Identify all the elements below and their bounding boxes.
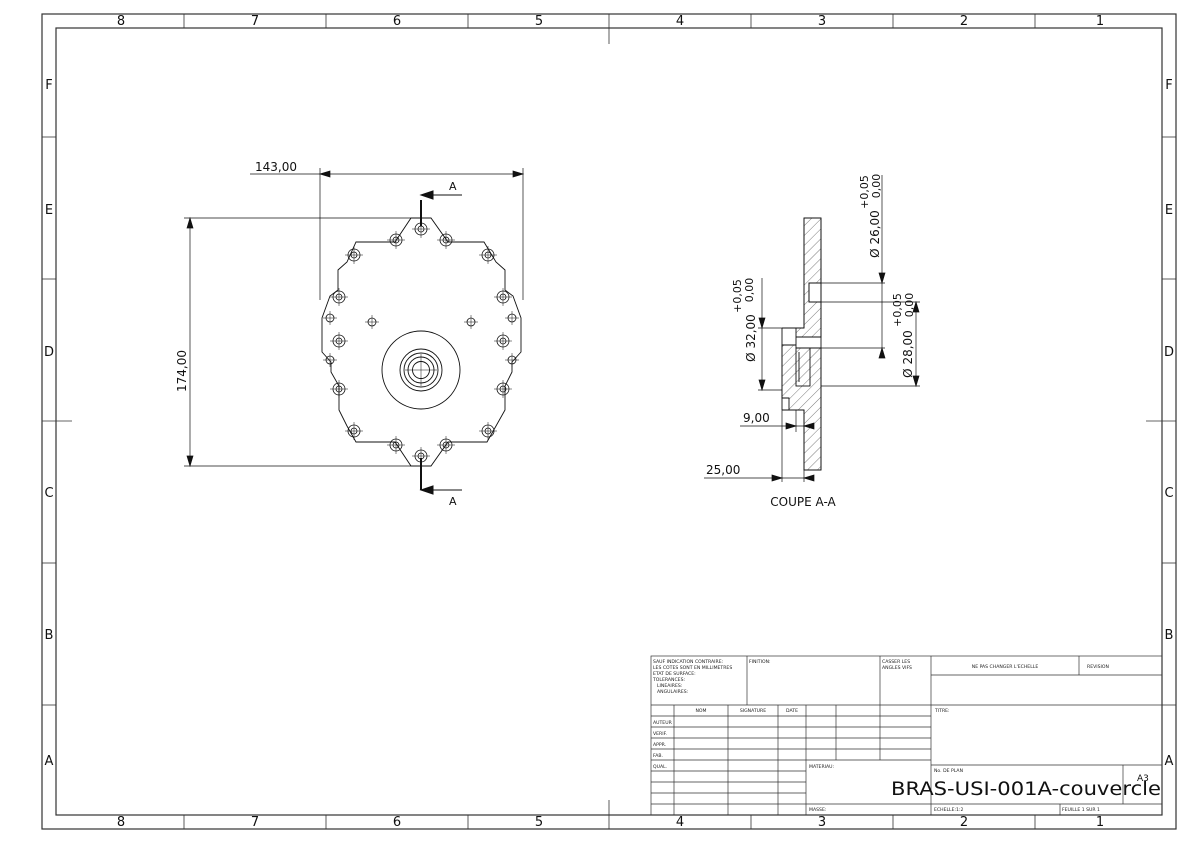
row-appr: APPR. bbox=[653, 742, 666, 748]
col-label-top: 3 bbox=[818, 14, 826, 29]
dim-dia26-tol-zero: 0,00 bbox=[870, 174, 883, 199]
dim-dia32: Ø 32,00 bbox=[744, 314, 758, 362]
notes-line: ETAT DE SURFACE: bbox=[653, 671, 696, 677]
col-label-bottom: 6 bbox=[393, 815, 401, 830]
dim-25: 25,00 bbox=[706, 463, 740, 477]
part-outline bbox=[321, 217, 522, 467]
col-label-bottom: 3 bbox=[818, 815, 826, 830]
zone-labels: 8 7 6 5 4 3 2 1 8 7 6 5 4 3 2 1 F E D C … bbox=[44, 14, 1174, 830]
col-signature: SIGNATURE bbox=[740, 708, 766, 714]
dim-dia26: Ø 26,00 bbox=[868, 210, 882, 258]
sheet-label: FEUILLE 1 SUR 1 bbox=[1062, 807, 1100, 813]
dim-dia32-tol-zero: 0,00 bbox=[743, 278, 756, 303]
dim-9: 9,00 bbox=[743, 411, 770, 425]
edges-label: CASSER LES bbox=[882, 659, 910, 665]
row-verif: VERIF. bbox=[653, 731, 667, 737]
boss-bore-mid bbox=[403, 352, 439, 388]
section-caption: COUPE A-A bbox=[770, 495, 836, 509]
title-block-text: SAUF INDICATION CONTRAIRE: LES COTES SON… bbox=[652, 659, 1161, 813]
row-label-right: D bbox=[1164, 345, 1174, 360]
row-label-right: A bbox=[1165, 754, 1174, 769]
col-label-bottom: 4 bbox=[676, 815, 684, 830]
row-label-right: F bbox=[1165, 78, 1172, 93]
notes-line: ANGULAIRES: bbox=[657, 689, 689, 695]
edges-label: ANGLES VIFS bbox=[882, 665, 912, 671]
dim-dia28-tol-zero: 0,00 bbox=[903, 293, 916, 318]
section-label-bottom: A bbox=[449, 495, 457, 508]
revision-label: REVISION bbox=[1087, 664, 1109, 670]
section-view bbox=[781, 217, 822, 471]
col-date: DATE bbox=[786, 708, 798, 714]
scale-warning: NE PAS CHANGER L'ECHELLE bbox=[972, 664, 1039, 670]
col-label-top: 1 bbox=[1096, 14, 1104, 29]
title-label: TITRE: bbox=[934, 708, 950, 714]
sheet-frame bbox=[41, 13, 1177, 830]
dim-height: 174,00 bbox=[175, 350, 189, 392]
row-label-left: A bbox=[45, 754, 54, 769]
col-label-bottom: 8 bbox=[117, 815, 125, 830]
row-label-right: C bbox=[1164, 486, 1173, 501]
col-label-bottom: 2 bbox=[960, 815, 968, 830]
boss-outer bbox=[381, 330, 461, 410]
notes-line: SAUF INDICATION CONTRAIRE: bbox=[653, 659, 724, 665]
col-nom: NOM bbox=[695, 708, 706, 714]
scale-label: ECHELLE:1:2 bbox=[934, 807, 964, 813]
front-view bbox=[321, 217, 522, 467]
dim-dia26-tol-plus: +0,05 bbox=[858, 175, 871, 209]
dim-dia28-tol-plus: +0,05 bbox=[891, 293, 904, 327]
notes-line: LES COTES SONT EN MILLIMETRES bbox=[653, 665, 732, 671]
dim-dia32-tol-plus: +0,05 bbox=[731, 279, 744, 313]
row-label-left: B bbox=[45, 628, 54, 643]
drawing-number: BRAS-USI-001A-couvercle bbox=[891, 778, 1161, 800]
dim-width: 143,00 bbox=[255, 160, 297, 174]
row-label-right: E bbox=[1165, 203, 1173, 218]
boss-bore-outer bbox=[399, 348, 443, 392]
drawing-no-label: No. DE PLAN bbox=[934, 768, 963, 774]
notes-line: LINEAIRES: bbox=[657, 683, 683, 689]
dim-dia28: Ø 28,00 bbox=[901, 330, 915, 378]
finish-label: FINITION: bbox=[749, 659, 771, 665]
section-marker-a bbox=[419, 190, 462, 495]
notes-line: TOLERANCES: bbox=[652, 677, 685, 683]
section-hatch bbox=[781, 217, 822, 471]
col-label-top: 8 bbox=[117, 14, 125, 29]
row-label-left: F bbox=[45, 78, 52, 93]
row-label-left: D bbox=[44, 345, 54, 360]
col-label-bottom: 5 bbox=[535, 815, 543, 830]
col-label-top: 4 bbox=[676, 14, 684, 29]
row-fab: FAB. bbox=[653, 753, 663, 759]
section-label-top: A bbox=[449, 180, 457, 193]
sheet-size: A3 bbox=[1137, 774, 1149, 784]
row-label-left: C bbox=[44, 486, 53, 501]
front-dimensions bbox=[184, 168, 525, 468]
col-label-top: 2 bbox=[960, 14, 968, 29]
mass-label: MASSE: bbox=[809, 807, 827, 813]
row-qual: QUAL. bbox=[653, 764, 667, 770]
col-label-bottom: 7 bbox=[251, 815, 259, 830]
row-auteur: AUTEUR bbox=[653, 720, 673, 726]
col-label-top: 7 bbox=[251, 14, 259, 29]
row-label-left: E bbox=[45, 203, 53, 218]
row-label-right: B bbox=[1165, 628, 1174, 643]
section-dimensions bbox=[704, 175, 920, 482]
bolt-holes bbox=[323, 220, 519, 465]
title-block bbox=[650, 655, 1163, 816]
material-label: MATERIAU: bbox=[809, 764, 835, 770]
col-label-bottom: 1 bbox=[1096, 815, 1104, 830]
col-label-top: 5 bbox=[535, 14, 543, 29]
col-label-top: 6 bbox=[393, 14, 401, 29]
